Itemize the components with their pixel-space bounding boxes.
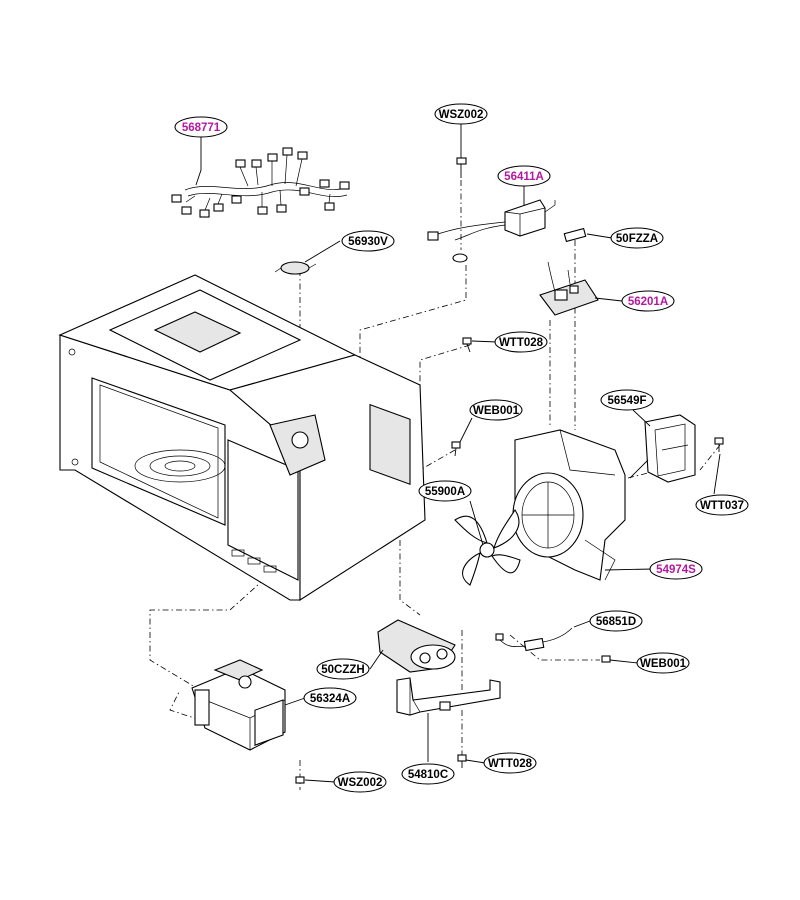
label-bubble bbox=[401, 763, 455, 785]
screw-wtt028-top bbox=[462, 337, 472, 353]
label-56201A: 56201A bbox=[621, 290, 675, 312]
oven-cavity bbox=[58, 274, 426, 602]
capacitor-bracket bbox=[396, 677, 501, 716]
capacitor bbox=[377, 619, 456, 673]
label-bubble bbox=[589, 610, 643, 632]
label-54810C: 54810C bbox=[401, 763, 455, 785]
label-text: WTT028 bbox=[488, 758, 533, 770]
label-text: WEB001 bbox=[640, 658, 687, 670]
screw-wsz002-bottom bbox=[295, 776, 305, 784]
label-WSZ002-top: WSZ002 bbox=[434, 103, 488, 125]
label-text: 54810C bbox=[408, 769, 448, 781]
label-bubble bbox=[341, 230, 395, 252]
label-WSZ002-bottom: WSZ002 bbox=[333, 771, 387, 793]
magnetron bbox=[191, 659, 286, 751]
label-text: 56411A bbox=[504, 171, 544, 183]
label-bubble bbox=[316, 658, 370, 680]
label-WTT028-top: WTT028 bbox=[494, 331, 548, 353]
label-568771: 568771 bbox=[174, 116, 228, 138]
label-50CZZH: 50CZZH bbox=[316, 658, 370, 680]
label-56549F: 56549F bbox=[600, 389, 654, 411]
label-bubble bbox=[497, 165, 551, 187]
label-text: 56201A bbox=[628, 296, 668, 308]
label-text: WTT037 bbox=[700, 500, 744, 512]
label-text: WEB001 bbox=[473, 405, 520, 417]
label-bubble bbox=[610, 227, 664, 249]
label-text: WSZ002 bbox=[439, 109, 484, 121]
label-bubble bbox=[333, 771, 387, 793]
label-54974S: 54974S bbox=[649, 558, 703, 580]
part-labels: 568771WSZ00256411A50FZZA56930V56201AWTT0… bbox=[174, 103, 749, 793]
fan-motor bbox=[629, 414, 696, 483]
fan-blade bbox=[454, 509, 521, 586]
label-bubble bbox=[174, 116, 228, 138]
label-WEB001-bottom: WEB001 bbox=[636, 652, 690, 674]
label-WTT028-bottom: WTT028 bbox=[483, 752, 537, 774]
noise-filter-pcb bbox=[539, 261, 599, 316]
screw-web001-top bbox=[451, 441, 461, 457]
label-bubble bbox=[494, 331, 548, 353]
label-56851D: 56851D bbox=[589, 610, 643, 632]
label-bubble bbox=[483, 752, 537, 774]
label-56324A: 56324A bbox=[303, 687, 357, 709]
label-bubble bbox=[418, 480, 472, 502]
label-text: 56549F bbox=[607, 395, 646, 407]
label-bubble bbox=[434, 103, 488, 125]
label-text: 50FZZA bbox=[616, 233, 658, 245]
leader-lines bbox=[195, 124, 721, 783]
label-50FZZA: 50FZZA bbox=[610, 227, 664, 249]
label-55900A: 55900A bbox=[418, 480, 472, 502]
screw-web001-bottom bbox=[601, 655, 611, 663]
fuse bbox=[563, 227, 587, 243]
label-text: 55900A bbox=[425, 486, 465, 498]
label-text: 50CZZH bbox=[321, 664, 364, 676]
thermal-fuse-assy bbox=[427, 199, 556, 263]
label-text: 568771 bbox=[182, 122, 221, 134]
label-bubble bbox=[303, 687, 357, 709]
label-bubble bbox=[649, 558, 703, 580]
label-text: 56324A bbox=[310, 693, 350, 705]
screw-wtt037 bbox=[714, 437, 724, 452]
screw-top bbox=[456, 157, 467, 178]
label-text: 54974S bbox=[656, 564, 696, 576]
label-bubble bbox=[600, 389, 654, 411]
label-text: 56851D bbox=[596, 616, 636, 628]
label-56930V: 56930V bbox=[341, 230, 395, 252]
label-bubble bbox=[469, 399, 523, 421]
label-bubble bbox=[695, 494, 749, 516]
label-bubble bbox=[621, 290, 675, 312]
thermostat bbox=[274, 261, 317, 275]
diode bbox=[495, 627, 573, 652]
label-bubble bbox=[636, 652, 690, 674]
label-WEB001-top: WEB001 bbox=[469, 399, 523, 421]
fan-duct bbox=[512, 429, 626, 581]
label-56411A: 56411A bbox=[497, 165, 551, 187]
label-text: WSZ002 bbox=[338, 777, 383, 789]
wire-harness bbox=[171, 147, 350, 218]
label-WTT037: WTT037 bbox=[695, 494, 749, 516]
screw-wtt028-bottom bbox=[457, 754, 467, 768]
label-text: WTT028 bbox=[499, 337, 544, 349]
label-text: 56930V bbox=[348, 236, 388, 248]
